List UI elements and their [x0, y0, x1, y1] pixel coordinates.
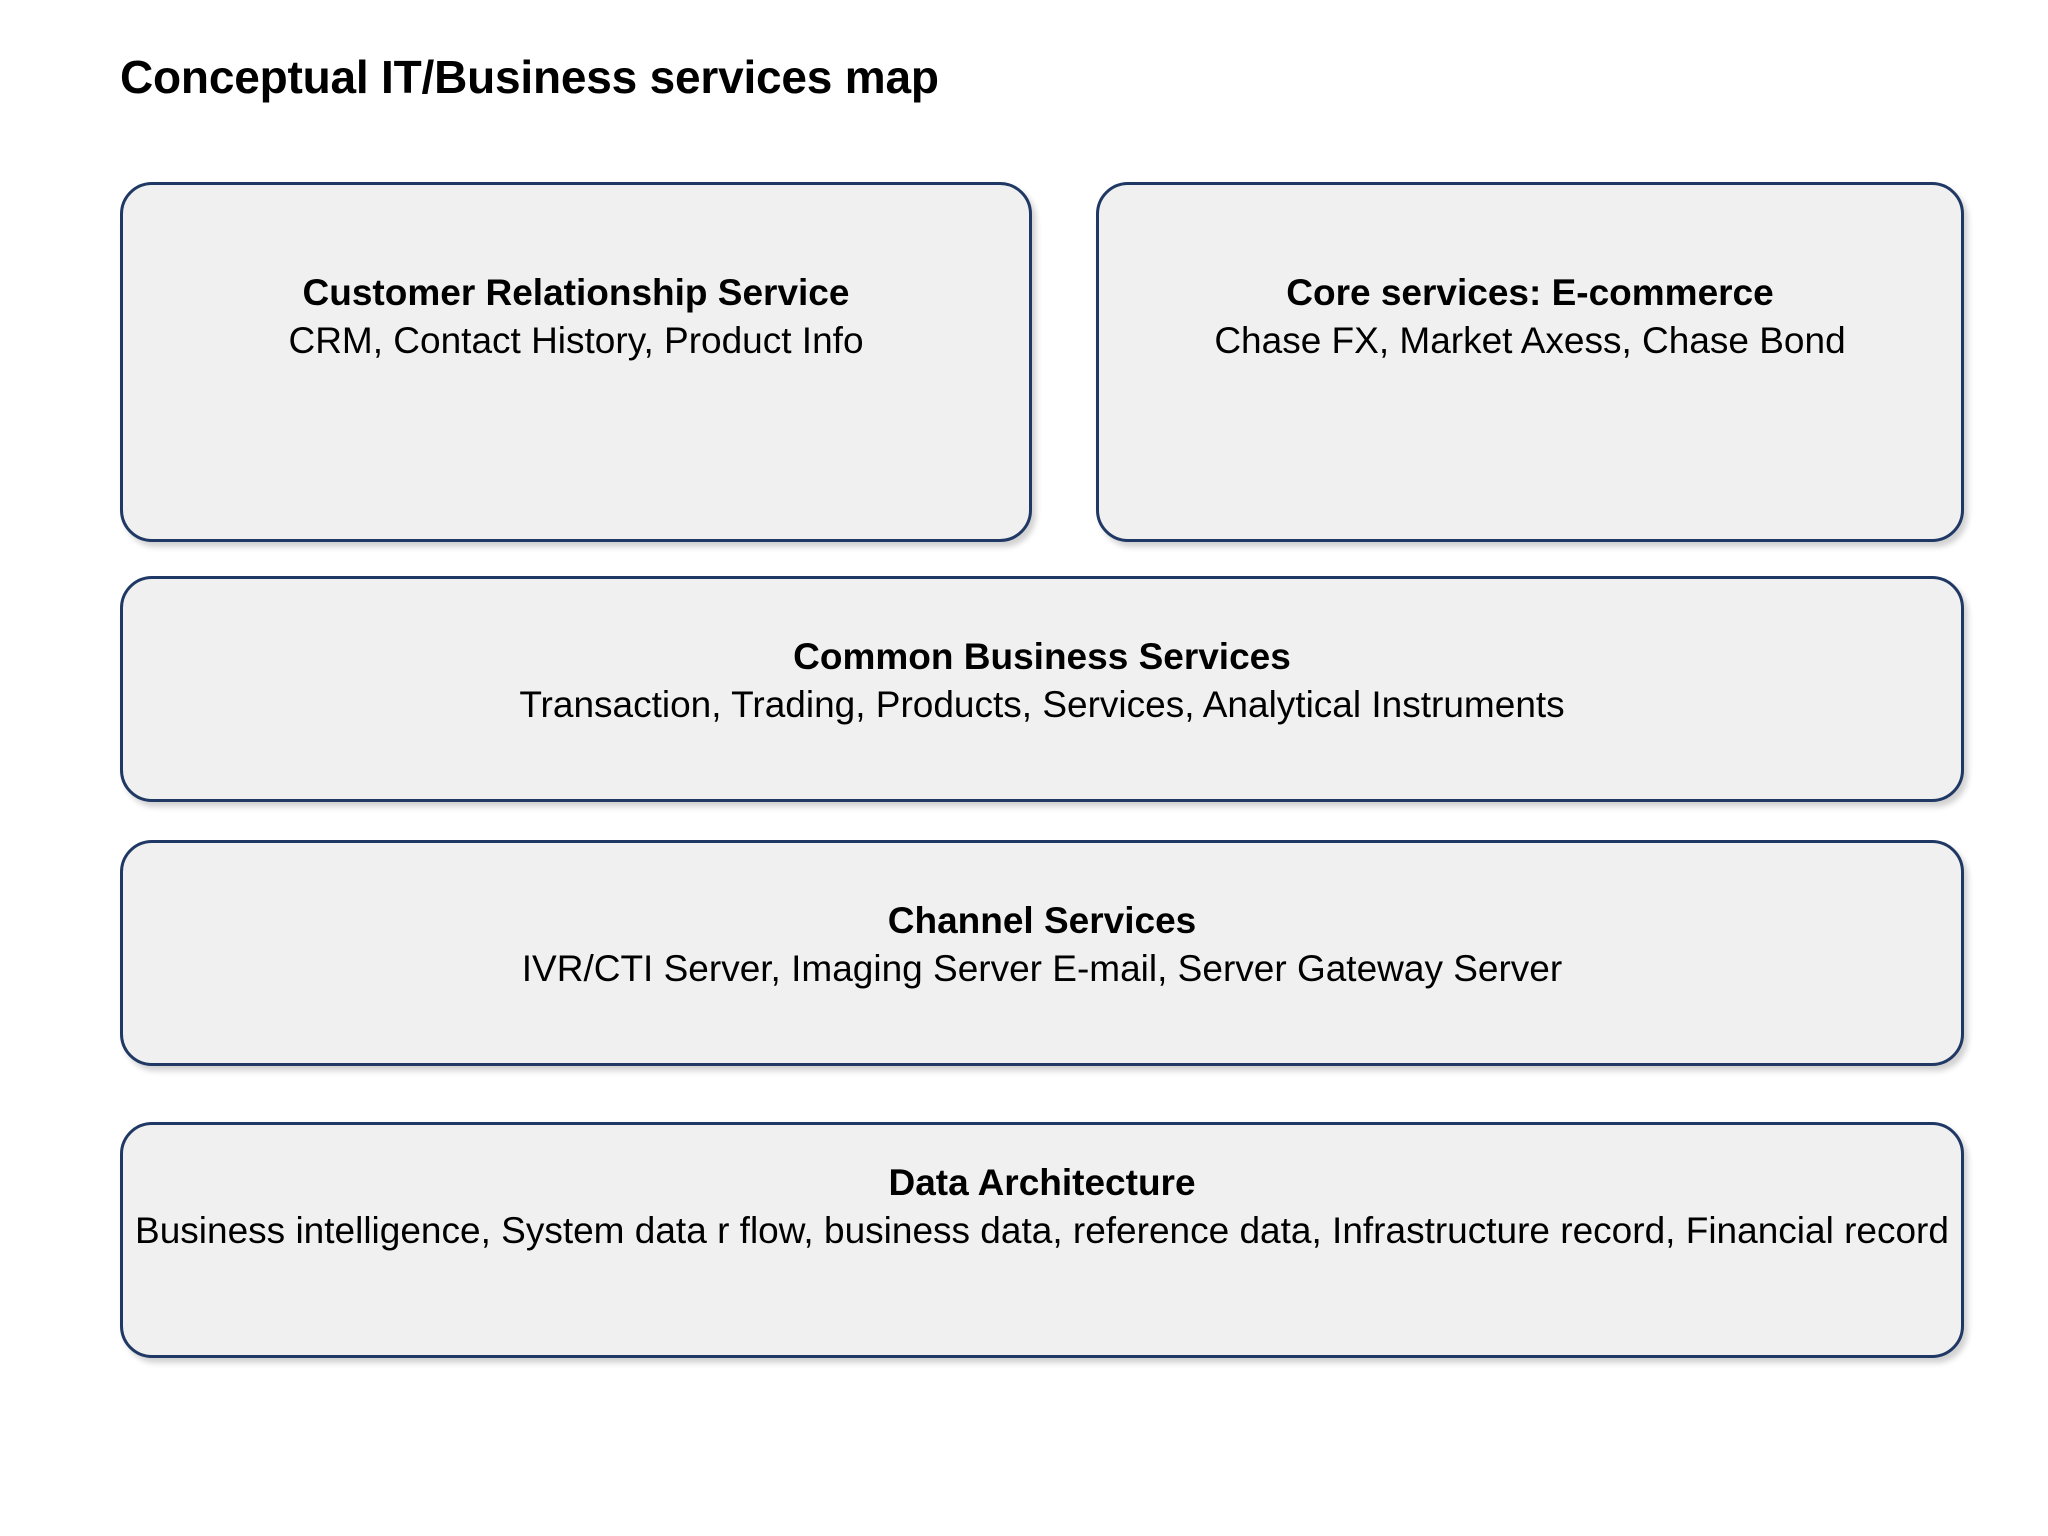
service-box-body: CRM, Contact History, Product Info — [288, 319, 864, 361]
service-box-body: Chase FX, Market Axess, Chase Bond — [1214, 319, 1846, 361]
service-box-body: Transaction, Trading, Products, Services… — [519, 683, 1565, 725]
service-box-title: Customer Relationship Service — [302, 272, 850, 313]
service-box-title: Data Architecture — [888, 1162, 1196, 1203]
service-box-body: IVR/CTI Server, Imaging Server E-mail, S… — [521, 947, 1563, 989]
service-box-data-architecture[interactable]: Data Architecture Business intelligence,… — [120, 1122, 1964, 1358]
service-box-title: Core services: E-commerce — [1286, 272, 1774, 313]
page-title: Conceptual IT/Business services map — [120, 51, 939, 103]
service-box-common-business-services[interactable]: Common Business Services Transaction, Tr… — [120, 576, 1964, 802]
service-box-core-services-ecommerce[interactable]: Core services: E-commerce Chase FX, Mark… — [1096, 182, 1964, 542]
service-box-body: Business intelligence, System data r flo… — [135, 1209, 1949, 1251]
service-box-title: Common Business Services — [793, 636, 1291, 677]
service-box-customer-relationship-service[interactable]: Customer Relationship Service CRM, Conta… — [120, 182, 1032, 542]
service-box-channel-services[interactable]: Channel Services IVR/CTI Server, Imaging… — [120, 840, 1964, 1066]
service-box-title: Channel Services — [887, 900, 1197, 941]
